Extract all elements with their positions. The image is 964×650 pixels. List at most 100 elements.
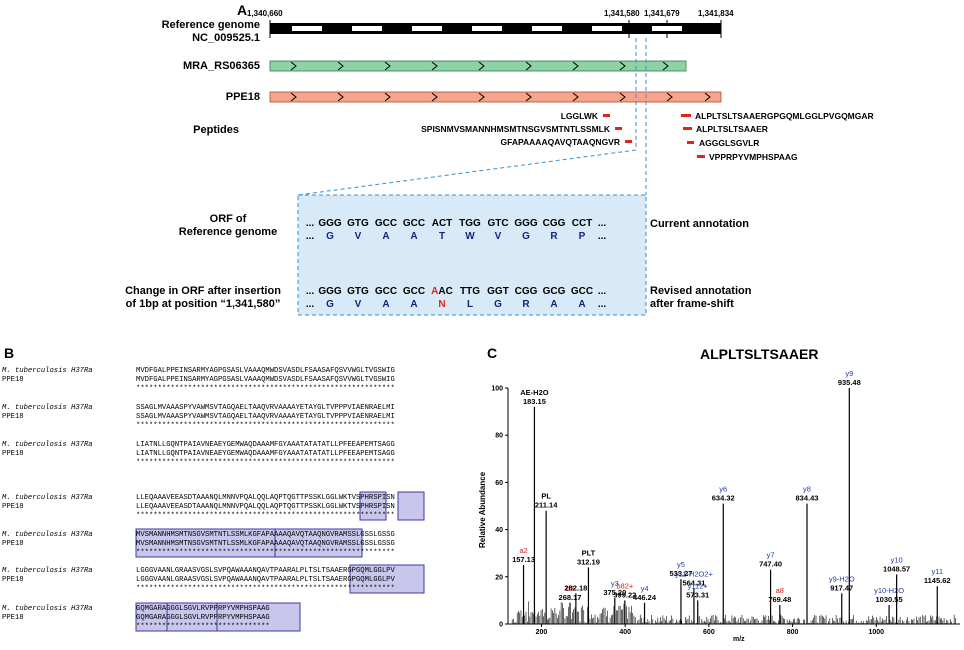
peak-ion-label: AE-H2O	[520, 388, 549, 397]
ellipsis-right: ...	[597, 286, 607, 297]
peak-mz-label: 1048.57	[883, 564, 910, 573]
peak-mz-label: 769.48	[768, 595, 791, 604]
peptides-label: Peptides	[193, 124, 239, 136]
gene1-label: MRA_RS06365	[182, 60, 260, 72]
alignment-seq-1: SSAGLMVAAASPYVAWMSVTAGQAELTAAQVRVAAAAYET…	[136, 404, 395, 412]
current-codon: GTC	[487, 218, 509, 229]
ellipsis-right: ...	[597, 299, 607, 310]
peak-ion-label: a8	[776, 586, 784, 595]
alignment-seq-2: SSAGLMVAAASPYVAWMSVTAGQAELTAAQVRVAAAAYET…	[136, 413, 395, 421]
revised-codon-inserted: AAC	[428, 286, 456, 297]
peak-ion-label: PL	[541, 492, 551, 501]
peak-ion-label: b3	[566, 584, 574, 593]
zoom-dashed-lines	[297, 38, 647, 196]
gene2-label: PPE18	[225, 91, 260, 103]
alignment-stars: ****************************************…	[136, 585, 395, 593]
revised-aa: G	[494, 299, 502, 310]
revised-aa: A	[550, 299, 558, 310]
peak-mz-label: 183.15	[523, 397, 546, 406]
peak-mz-label: 446.24	[633, 593, 657, 602]
peptide-right-3: AGGGLSGVLR	[699, 138, 760, 148]
revised-aa: A	[410, 299, 418, 310]
spectrum-title: ALPLTSLTSAAER	[700, 346, 819, 362]
revised-annotation-label: Revised annotation after frame-shift	[650, 285, 752, 310]
revised-codon: TTG	[460, 286, 480, 297]
current-aa: A	[382, 231, 390, 242]
orf-reference-label: ORF of Reference genome	[178, 213, 278, 238]
gene-ppe18-bar	[269, 91, 722, 103]
y-tick-label: 40	[495, 527, 503, 534]
peak-ion-label: y9	[845, 369, 853, 378]
peak-mz-label: 1030.55	[876, 595, 903, 604]
y-tick-label: 20	[495, 574, 503, 581]
y-tick-label: 60	[495, 480, 503, 487]
ellipsis-left: ...	[305, 231, 315, 242]
current-codon: GGG	[514, 218, 538, 229]
alignment-stars: ****************************************…	[136, 422, 395, 430]
revised-codon: GTG	[347, 286, 369, 297]
current-codon: GCC	[402, 218, 426, 229]
coord-label-4: 1,341,834	[698, 9, 734, 18]
alignment-name-2: PPE18	[2, 413, 24, 421]
alignment-seq-1: MVDFGALPPEINSARMYAGPGSASLVAAAQMWDSVASDLF…	[136, 367, 395, 375]
alignment-stars: ****************************************…	[136, 459, 395, 467]
peak-mz-label: 834.43	[796, 494, 819, 503]
peak-mz-label: 282.18	[564, 583, 587, 592]
revised-codon: GGG	[318, 286, 342, 297]
peak-mz-label: 1145.62	[924, 576, 951, 585]
alignment-name-1: M. tuberculosis H37Ra	[2, 531, 93, 539]
peak-mz-label: 573.31	[686, 590, 709, 599]
current-aa: G	[522, 231, 530, 242]
peak-ion-label: b82+	[616, 581, 634, 590]
alignment-name-1: M. tuberculosis H37Ra	[2, 567, 93, 575]
peak-ion-label: y9-H2O	[829, 574, 855, 583]
y-tick-label: 80	[495, 433, 503, 440]
peptide-right-1: ALPLTSLTSAAERGPGQMLGGLPVGQMGAR	[695, 111, 874, 121]
alignment-stars: *******************************	[136, 623, 270, 631]
revised-aa: A	[578, 299, 586, 310]
alignment-name-2: PPE18	[2, 450, 24, 458]
ellipsis-left: ...	[305, 299, 315, 310]
ellipsis-left: ...	[305, 218, 315, 229]
alignment-seq-1: LIATNLLGQNTPAIAVNEAEYGEMWAQDAAAMFGYAAATA…	[136, 441, 395, 449]
current-codon: GCC	[374, 218, 398, 229]
peak-mz-label: 917.47	[830, 583, 853, 592]
noise-peaks	[511, 601, 956, 624]
alignment-name-1: M. tuberculosis H37Ra	[2, 367, 93, 375]
y-tick-label: 100	[491, 386, 503, 393]
peak-mz-label: 268.17	[559, 593, 582, 602]
x-tick-label: 200	[536, 629, 548, 636]
orf-change-label: Change in ORF after insertion of 1bp at …	[125, 285, 281, 310]
alignment-name-2: PPE18	[2, 376, 24, 384]
peak-mz-label: 935.48	[838, 378, 861, 387]
panel-c-letter: C	[487, 345, 498, 361]
current-codon: TGG	[459, 218, 481, 229]
x-tick-label: 1000	[869, 629, 885, 636]
alignment-seq-2: LLEQAAAVEEASDTAAANQLMNNVPQALQQLAQPTQGTTP…	[136, 503, 395, 511]
current-annotation-label: Current annotation	[650, 218, 749, 230]
alignment-seq-1: LGGGVAANLGRAASVGSLSVPQAWAAANQAVTPAARALPL…	[136, 567, 395, 575]
current-codon: CGG	[542, 218, 566, 229]
y-tick-label: 0	[499, 622, 503, 629]
current-aa: G	[326, 231, 334, 242]
peak-ion-label: y11-H2O2+	[675, 570, 714, 579]
peptide-right-4: VPPRPYVMPHSPAAG	[709, 152, 798, 162]
revised-codon-rest: AC	[438, 286, 453, 297]
current-codon: ACT	[431, 218, 453, 229]
coord-label-1: 1,340,660	[247, 9, 283, 18]
peak-mz-label: 399.22	[613, 590, 636, 599]
alignment-highlights	[135, 491, 425, 632]
x-tick-label: 600	[703, 629, 715, 636]
peak-ion-label: y112+	[688, 581, 709, 590]
alignment-stars: ****************************************…	[136, 385, 395, 393]
revised-aa-changed: N	[438, 299, 446, 310]
ref-genome-label: Reference genome NC_009525.1	[161, 19, 260, 44]
current-aa: V	[494, 231, 502, 242]
panel-a-letter: A	[237, 2, 248, 18]
peak-mz-label: 375.20	[603, 588, 626, 597]
current-aa: A	[410, 231, 418, 242]
inserted-base: A	[431, 286, 439, 297]
revised-aa: V	[354, 299, 362, 310]
